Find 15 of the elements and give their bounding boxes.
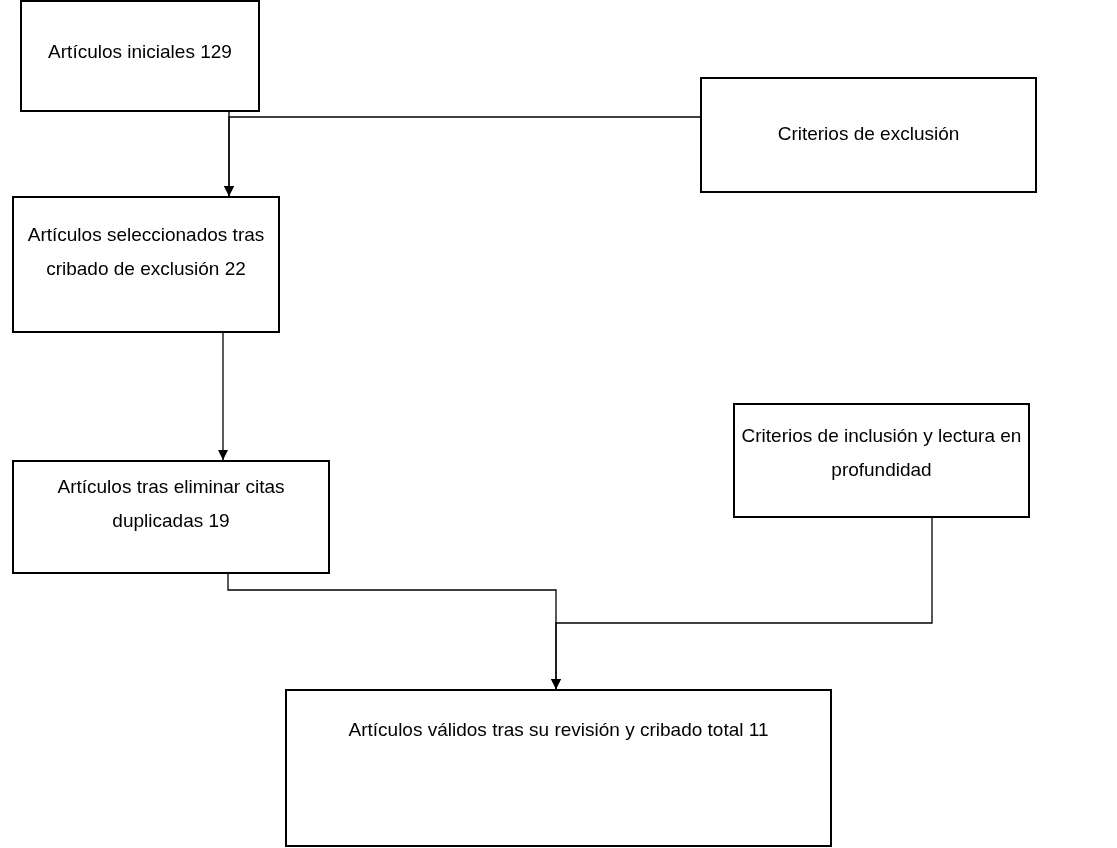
process-box — [20, 0, 260, 112]
arrow — [224, 116, 701, 197]
box-text: Artículos seleccionados tras cribado de exclusión 22 — [26, 223, 266, 281]
box-text: Criterios de inclusión y lectura en profundidad — [741, 424, 1022, 482]
arrow — [551, 517, 933, 690]
box-text: Criterios de exclusión — [776, 122, 961, 146]
process-box — [700, 77, 1037, 193]
process-box — [285, 689, 832, 847]
process-box — [12, 460, 330, 574]
box-text: Artículos válidos tras su revisión y cribado total 11 — [347, 718, 770, 742]
arrow — [218, 332, 228, 461]
box-text: Artículos tras eliminar citas duplicadas 19 — [56, 475, 286, 533]
process-box — [12, 196, 280, 333]
box-text: Artículos iniciales 129 — [47, 40, 233, 64]
process-box — [733, 403, 1030, 518]
